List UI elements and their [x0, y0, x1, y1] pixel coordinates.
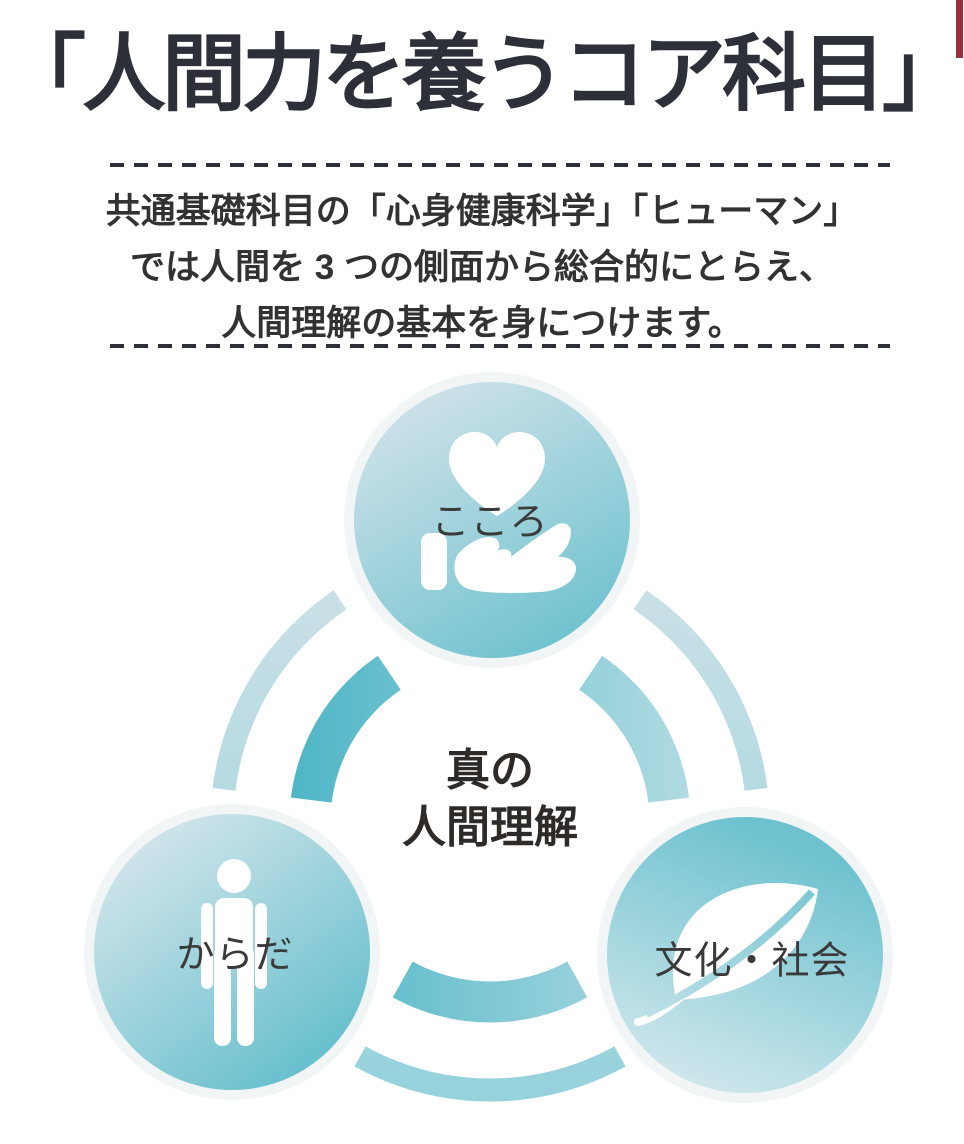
center-label-line: 人間理解 — [402, 803, 578, 852]
heart-in-hand-icon — [421, 432, 577, 593]
node-circle-bunka-shakai — [597, 807, 893, 1103]
node-label-kokoro: こころ — [431, 501, 549, 544]
center-label-line: 真の — [446, 746, 534, 795]
page-title: 「人間力を養うコア科目」 — [1, 27, 964, 121]
dashed-divider-top — [110, 163, 890, 167]
node-label-bunka-shakai: 文化・社会 — [654, 940, 850, 983]
intro-line: 共通基礎科目の「心身健康科学」「ヒューマン」 — [105, 192, 859, 231]
node-circle-kokoro — [344, 372, 640, 668]
leaf-icon — [634, 883, 818, 1026]
intro-line: では人間を 3 つの側面から総合的にとらえ、 — [130, 248, 834, 287]
page-edge-stripe — [956, 0, 963, 58]
node-circle-karada — [84, 804, 380, 1100]
intro-line: 人間理解の基本を身につけます。 — [221, 304, 743, 343]
intro-paragraph: 共通基礎科目の「心身健康科学」「ヒューマン」 では人間を 3 つの側面から総合的… — [0, 184, 964, 352]
diagram-center-label: 真の 人間理解 — [402, 742, 578, 856]
node-label-karada: からだ — [176, 934, 294, 977]
dashed-divider-bottom — [110, 344, 890, 348]
node-bg — [354, 382, 630, 658]
person-icon — [201, 859, 267, 1046]
